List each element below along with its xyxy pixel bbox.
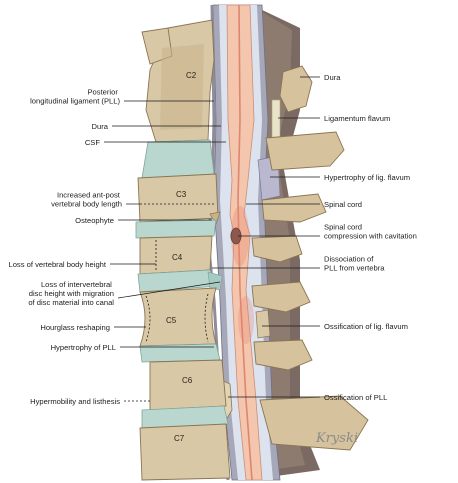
label-dura-left: Dura xyxy=(92,122,109,131)
label-lig-flavum: Ligamentum flavum xyxy=(324,114,390,123)
spinous-process-c1 xyxy=(279,65,313,113)
osteophyte xyxy=(209,211,221,225)
ligamentum-flavum-upper xyxy=(271,99,281,141)
vertebra-label-c7: C7 xyxy=(174,434,185,443)
disc-c3-c4 xyxy=(135,219,217,239)
ossified-ligamentum-flavum xyxy=(255,309,271,339)
label-dura-right: Dura xyxy=(324,73,341,82)
label-hypertrophy-pll: Hypertrophy of PLL xyxy=(51,343,116,352)
label-dissociation-pll: Dissociation of PLL from vertebra xyxy=(324,255,385,273)
leader-disc-height xyxy=(117,281,221,299)
label-osteophyte: Osteophyte xyxy=(75,216,114,225)
label-ossification-pll: Ossification of PLL xyxy=(324,393,387,402)
lamina-c6 xyxy=(253,339,313,371)
lamina-c5 xyxy=(251,281,311,313)
disc-c2-c3 xyxy=(141,139,215,179)
label-ap-length: Increased ant-post vertebral body length xyxy=(51,191,122,209)
spinous-process-c7 xyxy=(259,395,369,451)
artist-signature: Kryski xyxy=(315,431,358,446)
vertebra-label-c2: C2 xyxy=(186,71,197,80)
vertebra-label-c5: C5 xyxy=(166,316,177,325)
label-csf: CSF xyxy=(85,138,101,147)
spinal-cord xyxy=(226,4,263,481)
disc-c6-c7 xyxy=(141,405,229,429)
label-ossification-flavum: Ossification of lig. flavum xyxy=(324,322,408,331)
label-hourglass: Hourglass reshaping xyxy=(40,323,110,332)
cord-central-canal xyxy=(237,4,253,481)
spinous-process-c2 xyxy=(265,131,345,171)
label-listhesis: Hypermobility and listhesis xyxy=(30,397,120,406)
vertebral-body-c7 xyxy=(139,423,231,481)
vertebra-label-c3: C3 xyxy=(176,190,187,199)
migrated-disc-material xyxy=(207,271,223,291)
label-disc-height: Loss of intervertebral disc height with … xyxy=(28,280,114,307)
vertebra-label-c6: C6 xyxy=(182,376,193,385)
label-body-height: Loss of vertebral body height xyxy=(8,260,106,269)
label-hypertrophy-flavum: Hypertrophy of lig. flavum xyxy=(324,173,410,182)
vertebral-body-c5 xyxy=(139,287,217,347)
vertebra-label-c4: C4 xyxy=(172,253,183,262)
cord-compression-zone-lower xyxy=(238,296,254,344)
lamina-c3 xyxy=(261,193,327,223)
label-pll: Posterior longitudinal ligament (PLL) xyxy=(30,88,120,106)
marker-hourglass xyxy=(145,293,209,343)
vertebral-body-c2-texture xyxy=(160,44,204,130)
vertebral-body-c6 xyxy=(149,359,227,411)
label-cord-compression: Spinal cord compression with cavitation xyxy=(324,223,417,241)
label-spinal-cord: Spinal cord xyxy=(324,200,362,209)
